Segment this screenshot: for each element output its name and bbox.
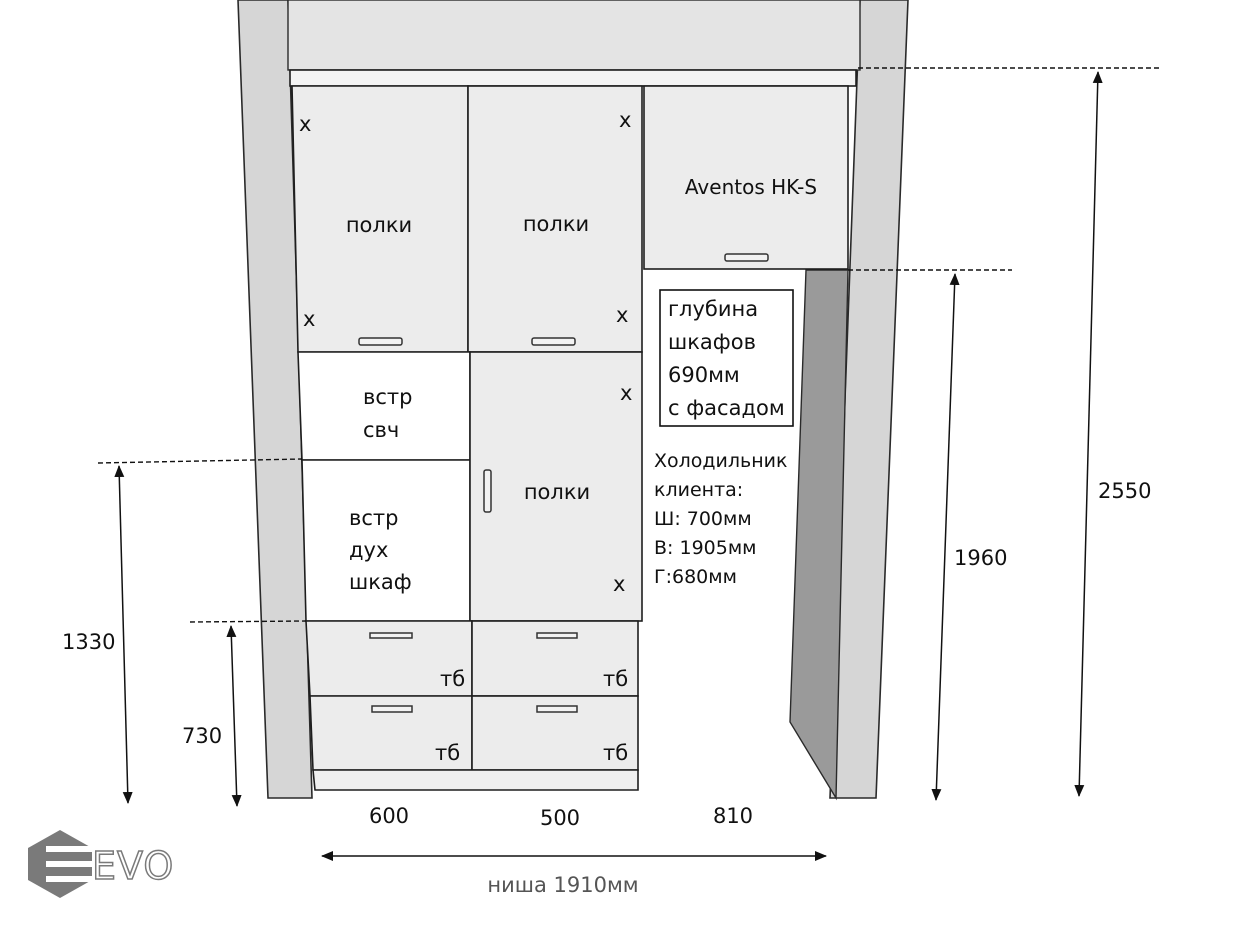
fridge-note-line-1: Холодильник: [654, 450, 787, 472]
evo-logo-text: EVO: [92, 844, 174, 888]
label-upper-middle-shelves: полки: [523, 212, 589, 236]
label-upper-left-shelves: полки: [346, 213, 412, 237]
hinge-mark-1: x: [299, 112, 311, 136]
fridge-note-line-5: Г:680мм: [654, 566, 737, 588]
depth-note-box: глубина шкафов 690мм с фасадом: [659, 289, 794, 427]
depth-note-line-2: шкафов: [668, 330, 756, 354]
dimension-arrow-oven-height: [114, 465, 133, 804]
evo-logo: EVO: [28, 830, 174, 898]
label-microwave-1: встр: [363, 385, 413, 409]
plinth: [312, 769, 639, 791]
dimension-drawers-height: 730: [182, 724, 222, 748]
dimension-width-fridge: 810: [713, 804, 753, 828]
fridge-note-line-4: В: 1905мм: [654, 537, 757, 559]
hinge-mark-3: x: [619, 108, 631, 132]
handle-drawer-left-lower: [371, 705, 413, 713]
label-aventos: Aventos HK-S: [685, 175, 817, 199]
handle-middle-tall: [483, 469, 492, 513]
hinge-mark-2: x: [303, 307, 315, 331]
handle-upper-left: [358, 337, 403, 346]
label-oven-1: встр: [349, 506, 399, 530]
extension-line-drawers: [189, 620, 307, 623]
label-drawer-middle-upper: тб: [603, 667, 628, 691]
left-wall: [237, 0, 313, 799]
label-oven-3: шкаф: [349, 570, 412, 594]
handle-drawer-middle-upper: [536, 632, 578, 639]
dimension-total-height: 2550: [1098, 479, 1151, 503]
fridge-note: Холодильник клиента: Ш: 700мм В: 1905мм …: [654, 450, 787, 588]
upper-right-lift-cabinet: [643, 85, 849, 270]
dimension-niche-height: 1960: [954, 546, 1007, 570]
depth-note-line-3: 690мм: [668, 363, 740, 387]
dimension-arrow-drawers-height: [226, 625, 242, 807]
hinge-mark-4: x: [616, 303, 628, 327]
fridge-note-line-2: клиента:: [654, 479, 743, 501]
hinge-mark-5: x: [620, 381, 632, 405]
handle-drawer-left-upper: [369, 632, 413, 639]
dimension-arrow-niche-height: [931, 273, 960, 801]
ceiling-soffit: [287, 0, 861, 71]
label-drawer-middle-lower: тб: [603, 741, 628, 765]
fridge-note-line-3: Ш: 700мм: [654, 508, 752, 530]
depth-note-line-4: с фасадом: [668, 396, 785, 420]
label-oven-2: дух: [349, 538, 388, 562]
handle-upper-right: [724, 253, 769, 262]
top-cornice: [289, 69, 857, 87]
label-middle-tall-shelves: полки: [524, 480, 590, 504]
handle-drawer-middle-lower: [536, 705, 578, 713]
fridge-niche-side-panel: [789, 269, 849, 801]
label-drawer-left-lower: тб: [435, 741, 460, 765]
upper-middle-cabinet: [467, 85, 643, 353]
handle-upper-middle: [531, 337, 576, 346]
dimension-arrow-total-height: [1074, 71, 1103, 797]
depth-note-line-1: глубина: [668, 297, 758, 321]
dimension-width-left: 600: [369, 804, 409, 828]
extension-line-oven-top: [97, 458, 303, 464]
label-drawer-left-upper: тб: [440, 667, 465, 691]
hinge-mark-6: x: [613, 572, 625, 596]
dimension-width-middle: 500: [540, 806, 580, 830]
middle-tall-cabinet: [469, 351, 643, 622]
niche-width-caption: ниша 1910мм: [487, 873, 638, 897]
dimension-oven-height: 1330: [62, 630, 115, 654]
label-microwave-2: свч: [363, 418, 399, 442]
